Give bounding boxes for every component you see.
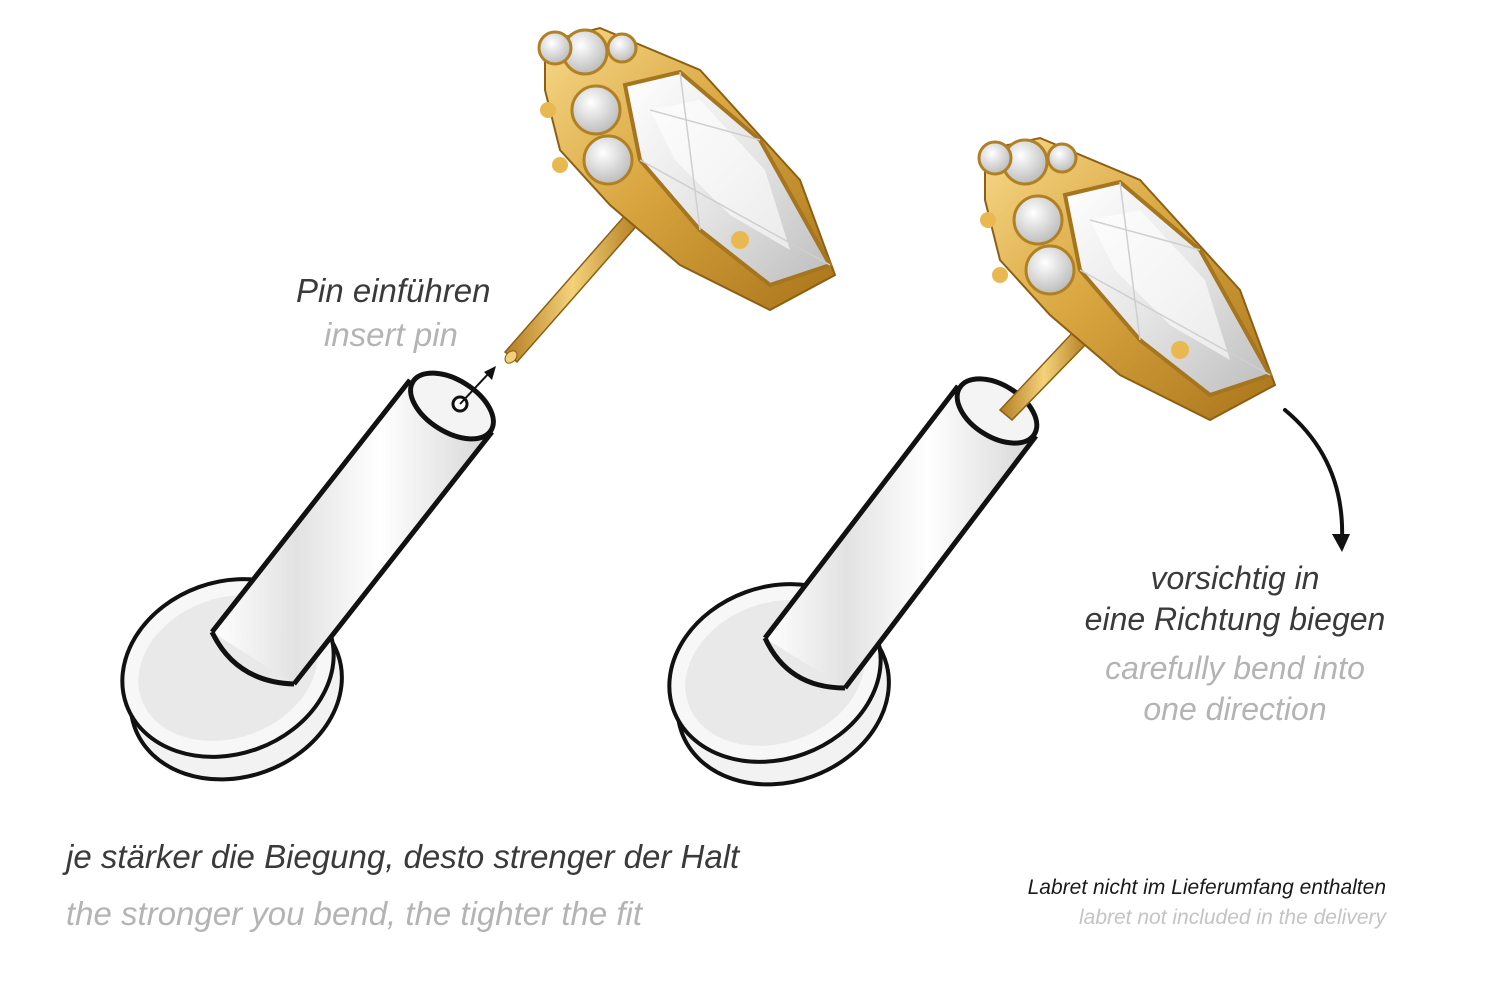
arrow-bend-icon [1283, 408, 1350, 552]
gold-crystal-top-left [503, 26, 837, 364]
insert-pin-label-de: Pin einführen [296, 272, 491, 309]
note-label-de: Labret nicht im Lieferumfang enthalten [1027, 876, 1386, 899]
gold-crystal-top-right [977, 136, 1277, 422]
tip-label-de: je stärker die Biegung, desto strenger d… [66, 838, 740, 875]
bend-label-de-line2: eine Richtung biegen [1084, 601, 1386, 637]
bend-label-en-line1: carefully bend into [1105, 650, 1365, 686]
labret-right [667, 376, 1040, 787]
bend-label-en-line2: one direction [1143, 691, 1327, 727]
insert-pin-label-en: insert pin [324, 316, 458, 353]
note-label-en: labret not included in the delivery [1078, 906, 1386, 929]
bend-label-de-line1: vorsichtig in [1150, 560, 1320, 596]
labret-left [120, 370, 496, 782]
bend-label-de: vorsichtig in eine Richtung biegen [1060, 560, 1410, 638]
arrow-insert-icon [459, 366, 496, 405]
bend-label-en: carefully bend into one direction [1060, 650, 1410, 728]
tip-label-en: the stronger you bend, the tighter the f… [66, 895, 643, 932]
